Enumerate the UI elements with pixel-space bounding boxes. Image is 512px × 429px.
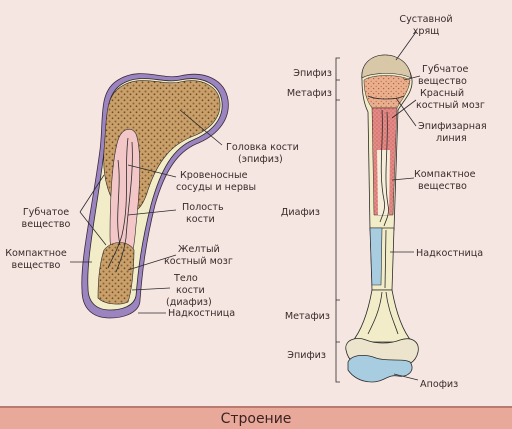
label-articular-cartilage-sub: хрящ [413,26,440,37]
label-red-marrow-sub: костный мозг [416,100,485,111]
label-right-compact-sub: вещество [418,181,467,192]
caption-title: Строение [0,411,512,427]
label-epiphyseal-line: Эпифизарная [418,121,487,132]
label-metaphysis-bottom: Метафиз [285,311,330,322]
label-red-marrow: Красный [420,88,464,99]
label-yellow-marrow: Желтый [178,244,220,255]
label-metaphysis-top: Метафиз [287,88,332,99]
label-epiphysis-top: Эпифиз [293,68,332,79]
label-body-sub2: (диафиз) [166,297,212,308]
right-lower-metaphysis [352,290,412,342]
label-apophysis: Апофиз [420,379,458,390]
label-epiphyseal-line-sub: линия [436,133,467,144]
right-long-bone [336,55,418,382]
right-zone-bracket [336,58,340,382]
label-bone-head-sub: (эпифиз) [238,154,283,165]
label-left-spongy: Губчатое [23,207,69,218]
label-diaphysis: Диафиз [281,207,320,218]
label-right-compact: Компактное [414,169,476,180]
label-right-periosteum: Надкостница [416,248,483,259]
label-left-compact: Компактное [5,248,67,259]
label-left-periosteum: Надкостница [168,308,235,319]
label-body: Тело [173,273,198,284]
label-bone-head: Головка кости [226,142,299,153]
label-yellow-marrow-sub: костный мозг [164,256,233,267]
label-left-spongy-sub: вещество [22,219,71,230]
label-right-spongy: Губчатое [422,64,468,75]
label-left-compact-sub: вещество [12,260,61,271]
label-articular-cartilage: Суставной [399,14,452,25]
right-periosteum-band [370,228,382,285]
caption-bar: Строение [0,406,512,429]
left-femur-section [82,74,229,318]
label-right-spongy-sub: вещество [418,76,467,87]
label-cavity: Полость [182,202,224,213]
label-cavity-sub: кости [186,214,215,225]
label-body-sub: кости [176,285,205,296]
label-vessels: Кровеносные [180,170,248,181]
label-epiphysis-bottom: Эпифиз [287,350,326,361]
label-vessels-sub: сосуды и нервы [176,182,256,193]
